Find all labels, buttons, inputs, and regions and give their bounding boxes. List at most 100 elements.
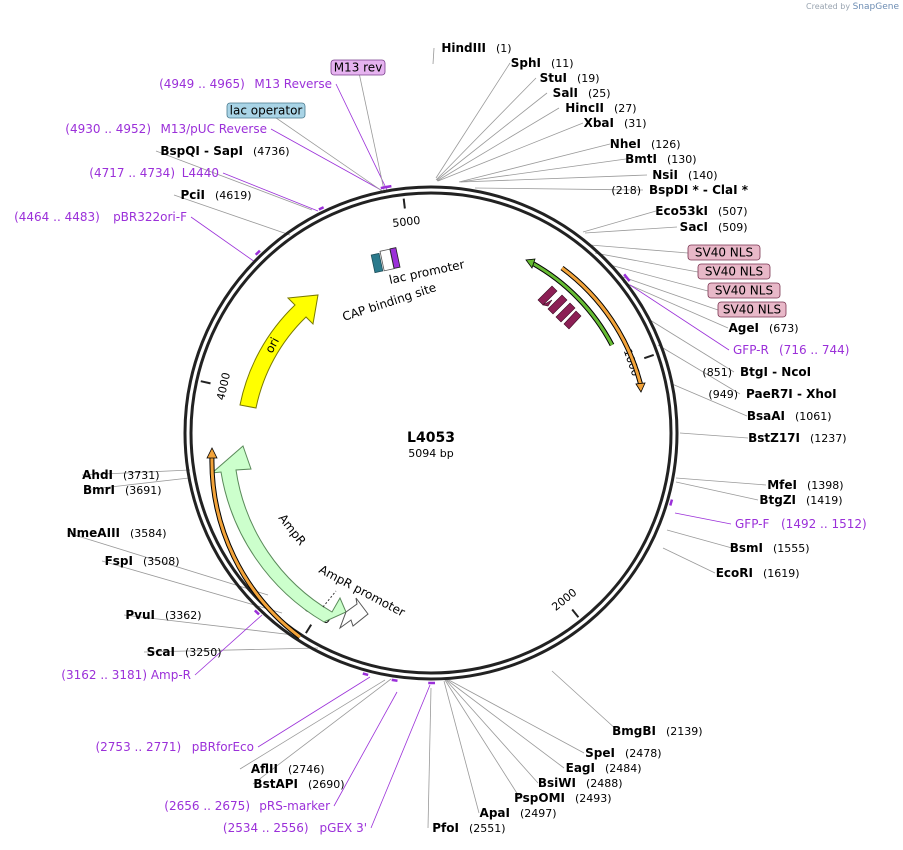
site-leader-30 [143,647,319,653]
site-pcii: PciI(4619) [181,188,252,202]
primer-mark-3 [254,249,261,256]
site-name: HindIII [441,41,486,55]
site-bmgbi: BmgBI(2139) [612,724,702,738]
site-position: (3584) [130,527,167,540]
feature-box-label: M13 rev [334,61,383,75]
backbone-inner-ring [189,191,673,675]
credit-prefix: Created by [806,2,851,11]
primer-l4440: L4440(4717 .. 4734) [89,166,219,180]
ori-feature-arrow [239,294,319,409]
site-name: BmrI [83,483,115,497]
site-name: BtgI - NcoI [740,365,811,379]
site-bspqi-sapi: BspQI - SapI(4736) [160,144,289,158]
primer-mark-5 [669,499,674,506]
site-position: (507) [718,205,748,218]
primer-name: pRS-marker [259,799,330,813]
primer-range: (2656 .. 2675) [164,799,250,813]
site-position: (1237) [810,432,847,445]
ampr-feature-arrow [210,445,347,623]
site-btgzi: BtgZI(1419) [759,493,842,507]
site-name: SacI [680,220,708,234]
site-name: AgeI [729,321,759,335]
site-bsaai: BsaAI(1061) [747,409,832,423]
site-position: (2551) [469,822,506,835]
site-leader-24 [445,679,539,784]
site-name: HincII [565,101,604,115]
primer-range: (2534 .. 2556) [223,821,309,835]
primer-prs-marker: pRS-marker (2656 .. 2675) [164,799,330,813]
tick-4000 [200,380,211,385]
site-name: PfoI [432,821,459,835]
site-name: ApaI [480,806,510,820]
site-bsiwi: BsiWI(2488) [538,776,623,790]
site-hincii: HincII(27) [565,101,636,115]
site-ahdi: AhdI(3731) [82,468,159,482]
feature-box-label: lac operator [230,104,303,118]
site-saci: SacI(509) [680,220,748,234]
tick-5000 [402,198,406,209]
primer-leader-1 [270,128,382,191]
site-position: (1) [496,42,512,55]
site-leader-5 [437,122,584,182]
nls-arrow-2 [547,294,568,315]
box-leader-2 [589,244,689,254]
site-name: BmtI [625,152,657,166]
site-position: (949) [708,388,738,401]
primer-mark-1 [380,185,388,190]
primer-mark-4 [623,273,631,282]
feature-label-ori: ori [262,335,282,355]
site-position: (2690) [308,778,345,791]
site-position: (25) [588,87,611,100]
site-leader-1 [435,62,511,179]
feature-box-label: SV40 NLS [705,265,763,279]
feature-label-ampr: AmpR [276,511,309,548]
feature-box-sv40-nls-3: SV40 NLS [697,263,771,280]
site-name: NsiI [652,168,678,182]
primer-range: (716 .. 744) [779,343,849,357]
ampr-promoter-arrow [338,597,369,630]
primer-range: (4930 .. 4952) [65,122,151,136]
site-position: (2478) [625,747,662,760]
primer-name: M13/pUC Reverse [161,122,268,136]
primer-marks [253,184,674,685]
primer-leader-5 [674,512,732,525]
site-position: (3691) [125,484,162,497]
site-position: (1398) [807,479,844,492]
site-pvui: PvuI(3362) [125,608,201,622]
site-leader-26 [443,680,480,814]
site-leader-17 [675,477,767,486]
primer-leader-2 [222,172,319,212]
site-name: BtgZI [759,493,796,507]
site-eagi: EagI(2484) [566,761,642,775]
site-leader-37 [155,150,313,211]
tick-label-5000: 5000 [392,214,421,230]
site-eco53ki: Eco53kI (507) [655,204,747,218]
site-name: Eco53kI [655,204,708,218]
site-leader-7 [459,158,627,183]
site-name: SphI [511,56,541,70]
site-bspdi-clai-: BspDI * - ClaI *(218) [611,183,748,197]
primer-leader-0 [335,83,388,191]
site-position: (130) [667,153,697,166]
tick-label-4000: 4000 [214,371,233,401]
primer-pbr322ori-f: pBR322ori-F(4464 .. 4483) [14,210,187,224]
site-leader-12 [622,281,729,329]
primer-range: (1492 .. 1512) [781,517,867,531]
site-leader-36 [173,194,291,236]
site-agei: AgeI(673) [729,321,799,335]
primer-leader-7 [257,676,371,748]
primer-name: GFP-F [735,517,770,531]
site-name: PciI [181,188,206,202]
site-aflii: AflII(2746) [251,762,325,776]
box-leader-5 [622,276,719,311]
site-bstz17i: BstZ17I(1237) [748,431,846,445]
feature-box-label: SV40 NLS [695,246,753,260]
primer-range: (4949 .. 4965) [159,77,245,91]
site-name: AflII [251,762,278,776]
primer-leader-9 [370,684,431,829]
site-leader-18 [675,481,759,501]
site-position: (1061) [795,410,832,423]
primer-mark-2 [318,206,325,211]
orf-arc-right [561,266,643,387]
